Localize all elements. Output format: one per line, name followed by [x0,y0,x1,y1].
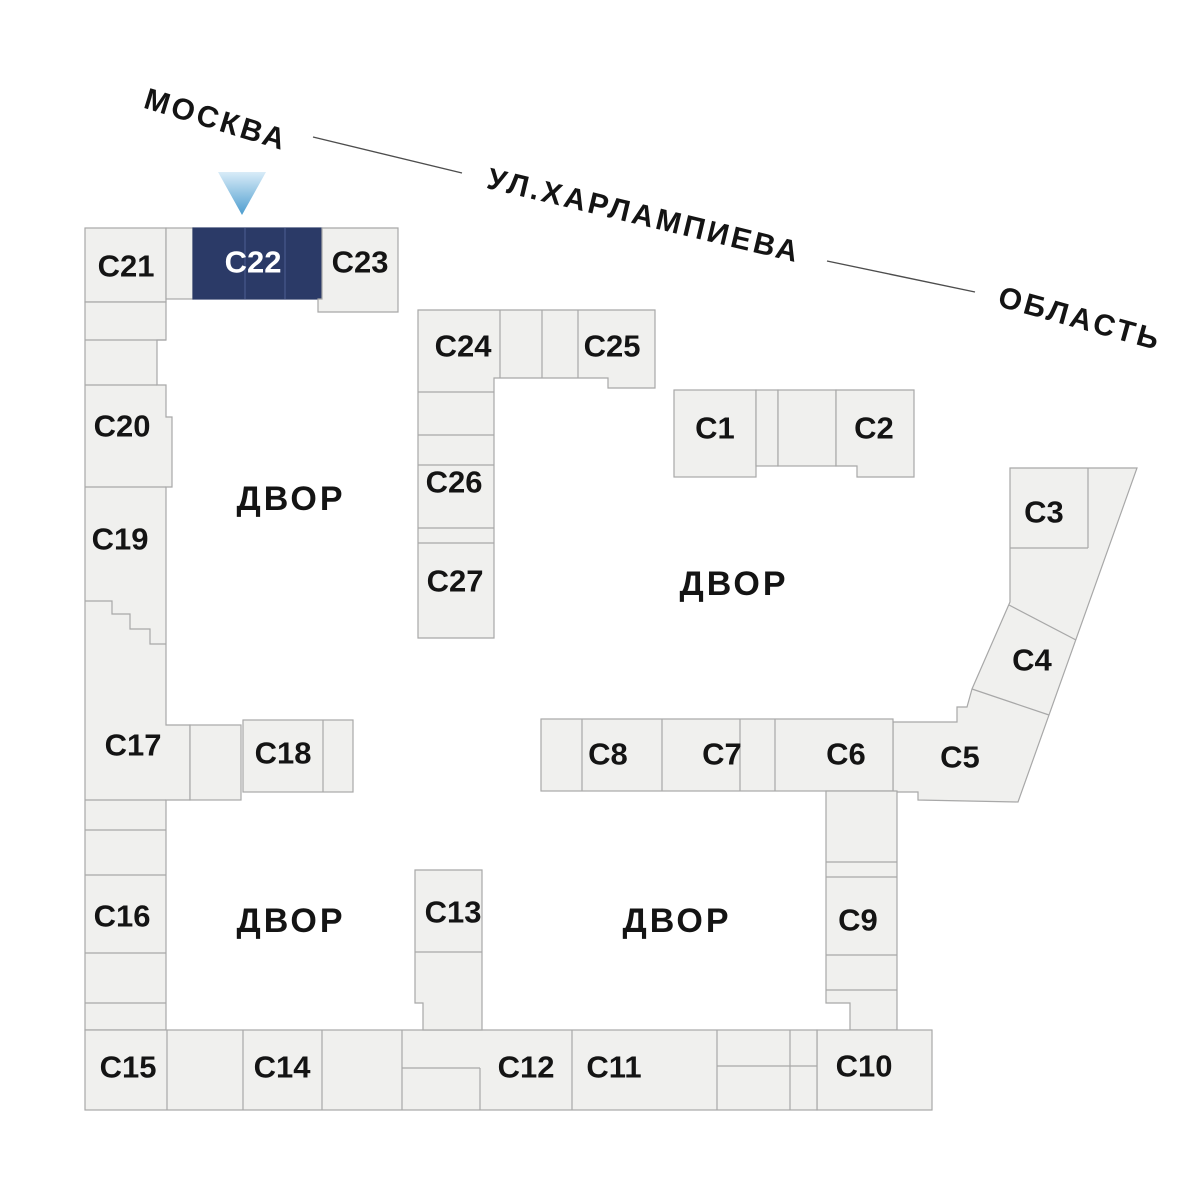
courtyard-label-top-right: ДВОР [679,565,788,603]
building-c9[interactable]: С9 [825,790,898,1031]
street-divider-line [826,260,976,293]
building-c3-c5-wing[interactable]: С3 С4 С5 [892,467,1138,803]
street-label-oblast: ОБЛАСТЬ [995,281,1166,358]
building-c1[interactable]: С1 [673,389,757,478]
building-c9-section-lines [826,861,897,991]
building-c22-section-lines [244,228,286,299]
building-c11-c15-row[interactable]: С15 С14 С12 С11 [84,1029,818,1111]
courtyard-labels: ДВОР ДВОР ДВОР ДВОР [236,480,788,940]
building-c18[interactable]: С18 [242,719,354,793]
building-c11-c15-section-lines [166,1030,817,1110]
courtyard-label-bottom-right: ДВОР [622,902,731,940]
building-c13[interactable]: С13 [414,869,483,1031]
street-divider-line [312,136,463,174]
street-label-kharlampieva: УЛ.ХАРЛАМПИЕВА [484,162,804,269]
building-c24-c27-section-lines [418,310,579,544]
building-c2[interactable]: С2 [835,389,915,478]
building-c6-c8-section-lines [581,719,776,791]
building-c9-shape[interactable] [825,790,898,1031]
building-c21-shape[interactable] [84,227,167,303]
building-connector [189,724,242,801]
building-connector [777,389,837,467]
building-c11-c15-shape[interactable] [84,1029,818,1111]
building-c3-c5-section-lines [971,468,1089,716]
building-c6-c8-shape[interactable] [540,718,894,792]
building-c18-shape[interactable] [242,719,354,793]
left-wing-shape[interactable] [84,301,191,1031]
building-c13-shape[interactable] [414,869,483,1031]
building-c10[interactable]: С10 [816,1029,933,1111]
left-wing[interactable]: С20 С19 С17 С16 [84,301,191,1031]
left-wing-section-lines [85,339,166,1004]
building-c23-shape[interactable] [317,227,399,313]
courtyard-label-top-left: ДВОР [236,480,345,518]
building-c23[interactable]: С23 [317,227,399,313]
building-connector [755,389,779,467]
selected-building-pointer-icon [218,172,266,215]
building-connector [165,227,194,300]
building-c3-c5-shape[interactable] [892,467,1138,803]
building-c24-c27-shape[interactable] [417,309,656,639]
building-c22-selected[interactable]: С22 [192,227,323,300]
courtyard-label-bottom-left: ДВОР [236,902,345,940]
building-c2-shape[interactable] [835,389,915,478]
building-c10-shape[interactable] [816,1029,933,1111]
street-label-moscow: МОСКВА [140,83,291,158]
building-c24-c27-wing[interactable]: С24 С25 С26 С27 [417,309,656,639]
building-c22-shape[interactable] [192,227,323,300]
building-c1-shape[interactable] [673,389,757,478]
building-c21[interactable]: С21 [84,227,167,303]
building-c6-c8-row[interactable]: С8 С7 С6 [540,718,894,792]
